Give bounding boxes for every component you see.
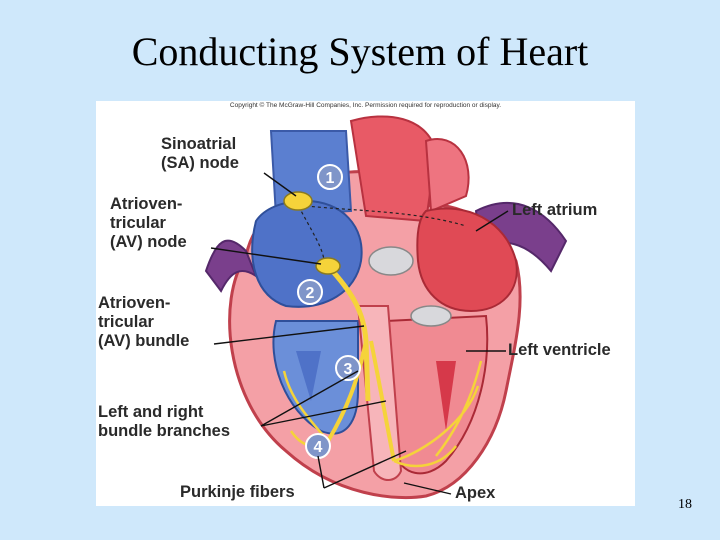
left-bundle-branch (369, 340, 396, 462)
leader-av-node (210, 247, 322, 265)
label-sa-node: Sinoatrial (SA) node (161, 135, 239, 172)
right-papillary-muscle (296, 351, 321, 401)
svg-text:2: 2 (306, 285, 315, 302)
mitral-valve (410, 305, 452, 327)
svg-text:4: 4 (314, 439, 323, 456)
leader-lines (210, 172, 509, 495)
label-av-node: Atrioven- tricular (AV) node (110, 195, 187, 251)
heart-illustration: 1 2 3 4 (204, 115, 568, 499)
label-bundle-branches: Left and right bundle branches (98, 403, 231, 440)
leader-purkinje-1 (317, 455, 325, 489)
page-number: 18 (678, 497, 692, 512)
bachmann-bundle (305, 205, 467, 227)
svg-text:3: 3 (344, 361, 353, 378)
leader-sa-node (263, 172, 297, 197)
label-left-atrium: Left atrium (512, 201, 598, 219)
left-papillary-muscle (436, 361, 456, 431)
right-bundle-branch (326, 340, 368, 443)
leader-left-atrium (475, 210, 509, 232)
leader-branches-1 (260, 370, 359, 427)
leader-apex (403, 482, 452, 495)
label-av-bundle: Atrioven- tricular (AV) bundle (98, 294, 190, 350)
left-ventricle (384, 314, 489, 475)
svg-text:1: 1 (326, 170, 335, 187)
marker-4: 4 (305, 433, 331, 459)
aortic-valve (368, 246, 414, 276)
leader-branches-2 (260, 400, 387, 427)
label-purkinje-fibers: Purkinje fibers (180, 483, 295, 501)
leader-purkinje-2 (323, 450, 407, 489)
av-node (315, 257, 341, 275)
copyright-notice: Copyright © The McGraw-Hill Companies, I… (229, 102, 502, 109)
leader-av-bundle (213, 325, 365, 345)
aorta (349, 115, 438, 223)
marker-2: 2 (297, 279, 323, 305)
sa-node (283, 191, 313, 211)
pulmonary-trunk (424, 138, 470, 213)
heart-diagram: Copyright © The McGraw-Hill Companies, I… (96, 101, 635, 506)
label-left-ventricle: Left ventricle (508, 341, 611, 359)
purkinje-fibers-left (393, 360, 483, 468)
label-apex: Apex (455, 484, 496, 502)
marker-1: 1 (317, 164, 343, 190)
slide-title: Conducting System of Heart (131, 29, 589, 74)
av-bundle-path (326, 264, 371, 402)
